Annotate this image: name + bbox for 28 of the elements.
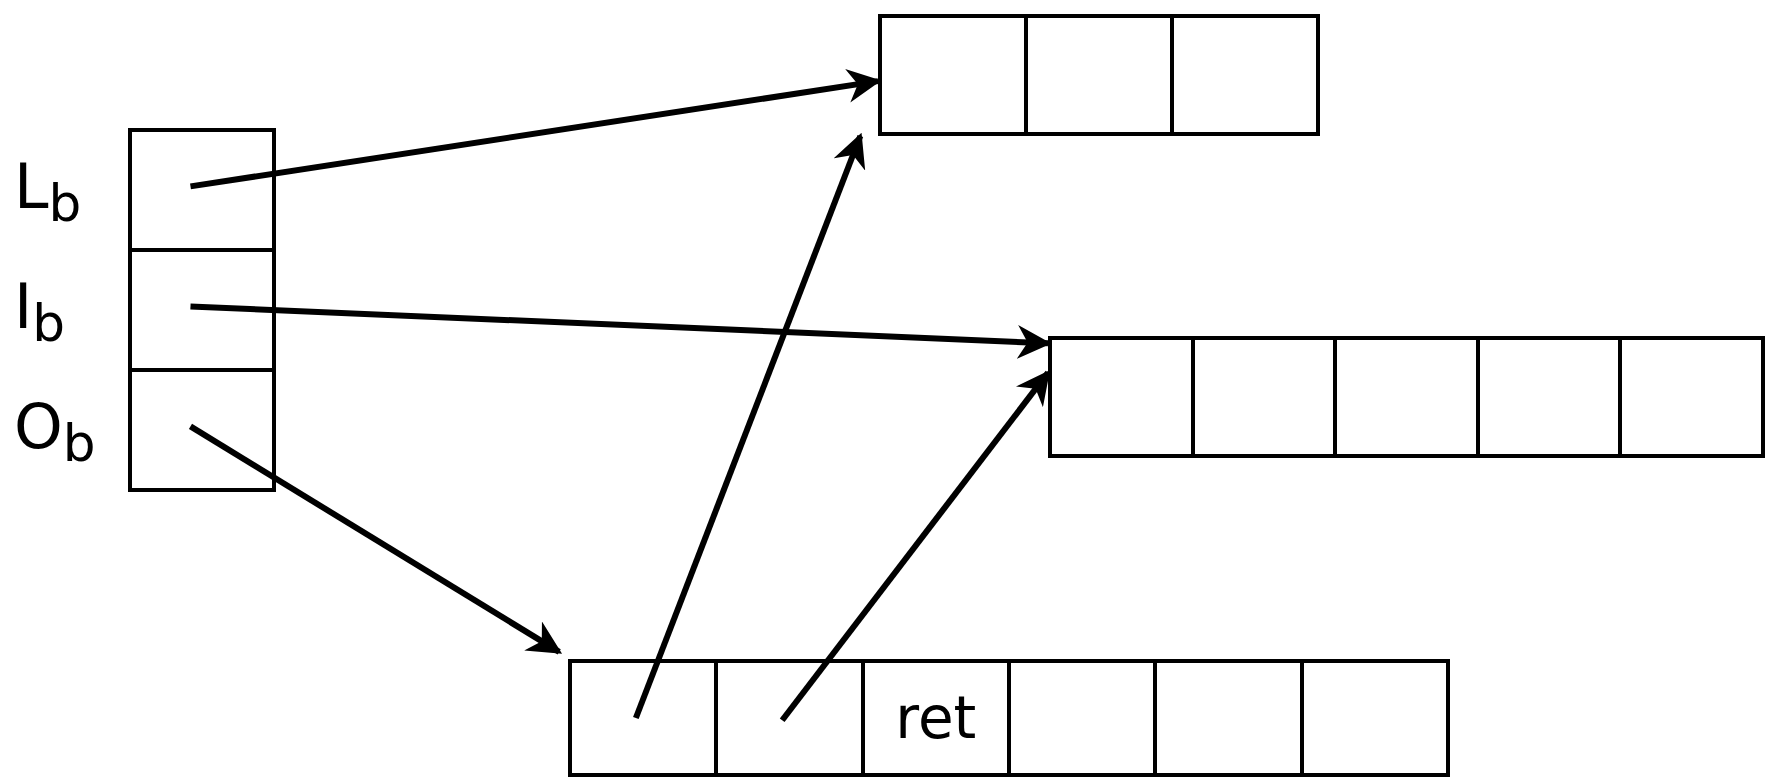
- array-cell: [862, 661, 1009, 775]
- array-cell: [1172, 16, 1318, 134]
- array-cell: [1026, 16, 1172, 134]
- array-cell: [1050, 338, 1193, 456]
- array-cell: [130, 250, 274, 370]
- pointer-arrow: [633, 132, 866, 720]
- array-cell: [716, 661, 863, 775]
- array-cell: [570, 661, 717, 775]
- register-label: I$_{b}$: [14, 276, 66, 351]
- array-cell: [1301, 661, 1448, 775]
- memory-array: [1048, 336, 1765, 458]
- register-label: L$_{b}$: [14, 156, 82, 231]
- array-cell: [880, 16, 1026, 134]
- array-cell: [1620, 338, 1763, 456]
- memory-array: [568, 659, 1450, 777]
- array-cell: [130, 370, 274, 490]
- register-label: O$_{b}$: [14, 396, 96, 471]
- pointer-arrow: [188, 423, 563, 655]
- array-cell: [1335, 338, 1478, 456]
- array-cell: [1155, 661, 1302, 775]
- memory-array: [128, 128, 276, 492]
- cell-label: ret: [895, 684, 977, 752]
- pointer-arrow: [779, 369, 1051, 723]
- array-cell: [130, 130, 274, 250]
- array-cell: [1192, 338, 1336, 456]
- memory-array: [878, 14, 1320, 136]
- array-cell: [1009, 661, 1156, 775]
- array-cell: [1477, 338, 1621, 456]
